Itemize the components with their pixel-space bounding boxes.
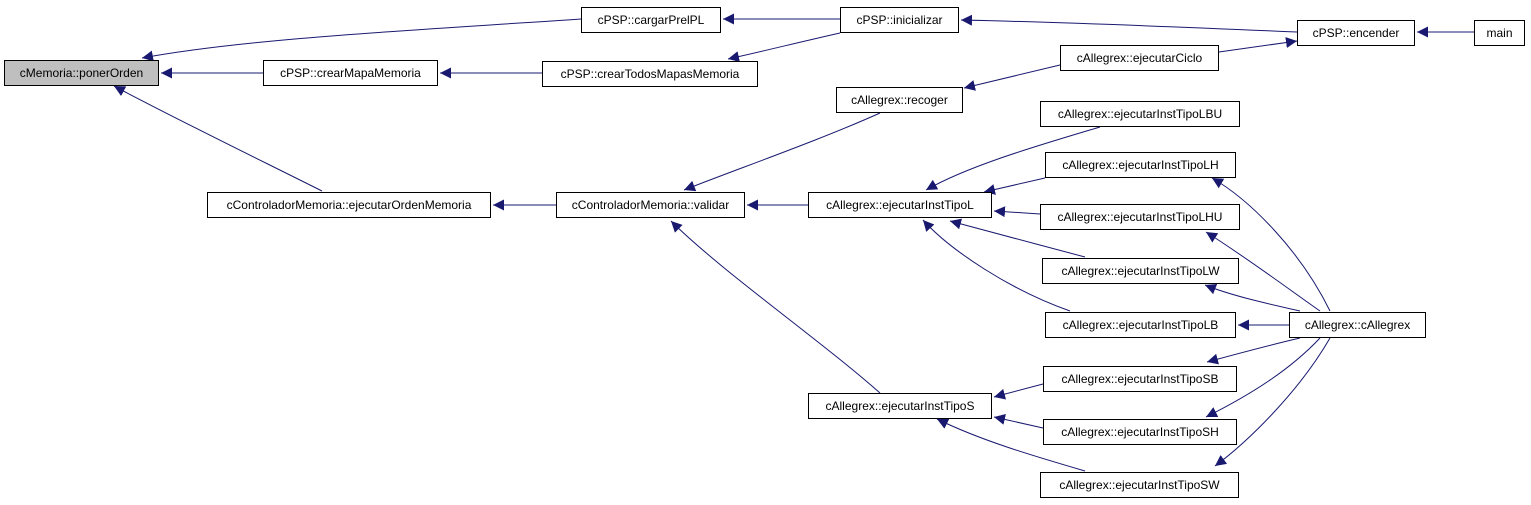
node-label: cAllegrex::ejecutarInstTipoLH <box>1062 158 1219 172</box>
edge-callegrex-to-tipo-lhu <box>1205 231 1321 312</box>
node-label: cPSP::cargarPrelPL <box>597 13 705 27</box>
node-poner-orden[interactable]: cMemoria::ponerOrden <box>4 60 159 86</box>
node-label: cAllegrex::ejecutarInstTipoS <box>825 399 975 413</box>
node-tipo-s[interactable]: cAllegrex::ejecutarInstTipoS <box>808 393 992 419</box>
edge-tipo-sw-to-tipo-s <box>936 418 1086 472</box>
node-tipo-lb[interactable]: cAllegrex::ejecutarInstTipoLB <box>1045 312 1236 338</box>
edge-tipo-sh-to-tipo-s <box>993 414 1044 429</box>
edge-tipo-lbu-to-tipo-l <box>925 126 1101 191</box>
edge-callegrex-to-tipo-sw <box>1214 337 1331 467</box>
edge-callegrex-to-tipo-lh <box>1211 177 1331 312</box>
edge-tipo-lw-to-tipo-l <box>949 218 1086 258</box>
node-tipo-lhu[interactable]: cAllegrex::ejecutarInstTipoLHU <box>1040 204 1240 230</box>
node-label: cAllegrex::ejecutarCiclo <box>1076 51 1203 65</box>
node-label: cPSP::encender <box>1312 26 1400 40</box>
edge-ciclo-to-recoger <box>963 64 1061 91</box>
edge-tipo-lh-to-tipo-l <box>983 177 1046 195</box>
node-label: cAllegrex::ejecutarInstTipoLB <box>1062 318 1219 332</box>
edge-callegrex-to-tipo-lw <box>1204 283 1301 312</box>
node-label: cMemoria::ponerOrden <box>19 66 144 80</box>
edge-tipo-lb-to-tipo-l <box>922 219 1071 312</box>
edge-ciclo-to-encender <box>1218 37 1298 53</box>
node-encender[interactable]: cPSP::encender <box>1297 20 1415 46</box>
node-main[interactable]: main <box>1474 20 1525 46</box>
node-label: cPSP::inicializar <box>856 13 943 27</box>
node-label: cAllegrex::ejecutarInstTipoSW <box>1059 478 1220 492</box>
node-label: cControladorMemoria::ejecutarOrdenMemori… <box>226 198 472 212</box>
node-label: cAllegrex::recoger <box>851 93 948 107</box>
node-tipo-sh[interactable]: cAllegrex::ejecutarInstTipoSH <box>1043 419 1237 445</box>
edge-recoger-to-validar <box>683 112 881 192</box>
node-crear-mapa-memoria[interactable]: cPSP::crearMapaMemoria <box>263 60 438 86</box>
node-ejecutar-ciclo[interactable]: cAllegrex::ejecutarCiclo <box>1060 45 1219 71</box>
node-tipo-lw[interactable]: cAllegrex::ejecutarInstTipoLW <box>1042 258 1239 284</box>
node-tipo-sw[interactable]: cAllegrex::ejecutarInstTipoSW <box>1040 472 1239 498</box>
edge-orden-memoria-to-poner-orden <box>113 85 323 192</box>
node-ejecutar-orden-memoria[interactable]: cControladorMemoria::ejecutarOrdenMemori… <box>207 192 491 218</box>
node-label: cAllegrex::cAllegrex <box>1304 318 1411 332</box>
edge-cargar-prelpl-to-poner-orden <box>141 18 582 62</box>
node-tipo-l[interactable]: cAllegrex::ejecutarInstTipoL <box>808 192 992 218</box>
node-label: cAllegrex::ejecutarInstTipoLW <box>1061 264 1220 278</box>
node-label: main <box>1486 26 1513 40</box>
edge-tipo-lhu-to-tipo-l <box>993 206 1041 218</box>
edges <box>113 13 1474 472</box>
node-label: cAllegrex::ejecutarInstTipoSB <box>1061 372 1219 386</box>
edge-inicializar-to-todos-mapas <box>727 32 841 63</box>
node-tipo-sb[interactable]: cAllegrex::ejecutarInstTipoSB <box>1043 366 1237 392</box>
edge-encender-to-inicializar <box>960 14 1298 33</box>
node-recoger[interactable]: cAllegrex::recoger <box>836 87 963 113</box>
node-label: cAllegrex::ejecutarInstTipoSH <box>1061 425 1219 439</box>
node-crear-todos-mapas-memoria[interactable]: cPSP::crearTodosMapasMemoria <box>542 61 758 87</box>
node-label: cAllegrex::ejecutarInstTipoLHU <box>1057 210 1223 224</box>
node-callegrex[interactable]: cAllegrex::cAllegrex <box>1289 312 1426 338</box>
node-label: cControladorMemoria::validar <box>571 198 730 212</box>
edge-callegrex-to-tipo-sb <box>1206 337 1301 365</box>
node-tipo-lbu[interactable]: cAllegrex::ejecutarInstTipoLBU <box>1040 101 1240 127</box>
edge-tipo-sb-to-tipo-s <box>993 383 1044 400</box>
node-label: cPSP::crearMapaMemoria <box>280 66 421 80</box>
edge-callegrex-to-tipo-sh <box>1205 337 1321 418</box>
node-cargar-prelpl[interactable]: cPSP::cargarPrelPL <box>581 7 721 33</box>
edge-tipo-s-to-validar <box>670 220 881 394</box>
node-label: cAllegrex::ejecutarInstTipoL <box>826 198 974 212</box>
node-tipo-lh[interactable]: cAllegrex::ejecutarInstTipoLH <box>1045 152 1236 178</box>
node-label: cAllegrex::ejecutarInstTipoLBU <box>1057 107 1223 121</box>
node-inicializar[interactable]: cPSP::inicializar <box>840 7 959 33</box>
node-label: cPSP::crearTodosMapasMemoria <box>560 67 740 81</box>
node-validar[interactable]: cControladorMemoria::validar <box>556 192 745 218</box>
